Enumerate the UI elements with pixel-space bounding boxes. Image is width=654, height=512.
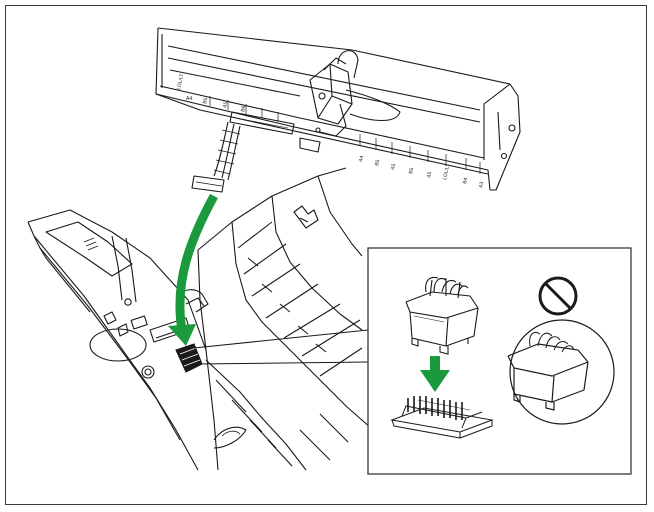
detail-callout — [367, 247, 632, 475]
interior-panel — [177, 167, 381, 471]
ribbon-cable — [191, 121, 241, 193]
callout-leader — [193, 329, 369, 365]
board-header — [390, 396, 494, 439]
tray-scale-labels-top: LGL/LT A4 B5 A5 B6 — [176, 73, 247, 112]
prohibited-icon — [538, 276, 578, 316]
carriage-assembly — [155, 27, 521, 191]
svg-text:A5: A5 — [390, 163, 397, 170]
svg-text:B5: B5 — [202, 97, 209, 104]
svg-text:LGL/LT: LGL/LT — [442, 163, 451, 180]
down-arrow-icon — [420, 356, 450, 392]
svg-text:A5: A5 — [222, 101, 229, 108]
svg-text:A4: A4 — [186, 96, 192, 102]
tray-scale-labels-front: A4 B5 A5 B5 A5 LGL/LT B4 A3 — [358, 155, 485, 188]
cable-connector-installed — [175, 343, 203, 373]
svg-text:B5: B5 — [408, 167, 415, 174]
incorrect-orientation-view — [507, 319, 615, 425]
curved-arrow-icon — [168, 193, 218, 346]
machine-chassis — [27, 209, 247, 471]
svg-text:B6: B6 — [240, 105, 247, 112]
svg-text:B4: B4 — [462, 177, 469, 184]
svg-text:B5: B5 — [374, 159, 381, 166]
svg-text:A3: A3 — [478, 181, 485, 188]
svg-text:A5: A5 — [426, 171, 433, 178]
svg-text:LGL/LT: LGL/LT — [176, 73, 185, 90]
svg-text:A4: A4 — [358, 155, 365, 162]
wire-connector — [405, 276, 479, 355]
